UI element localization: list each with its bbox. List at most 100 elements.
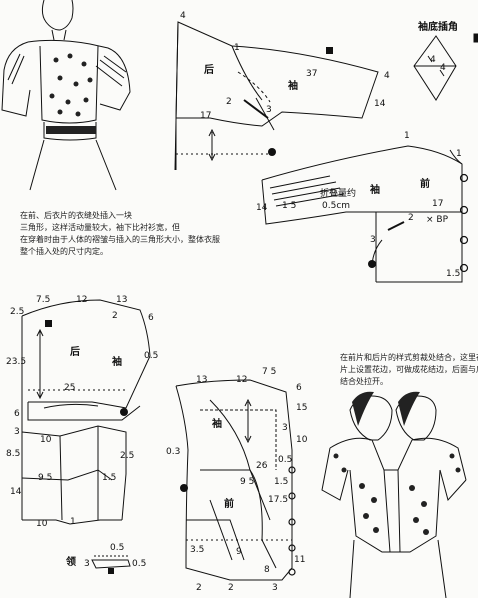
- dim-label: 2: [228, 583, 234, 593]
- dim-label: 17: [432, 199, 444, 209]
- caption-line: 三角形，这样活动量较大，袖下比衬衫宽，但: [20, 223, 180, 232]
- caption-line: 片上设置花边，可做成花结边，后面与后: [340, 365, 478, 374]
- front-bodice-pattern: [175, 379, 293, 581]
- dim-label: 10: [40, 435, 52, 445]
- figure-bottom-right: [321, 395, 467, 598]
- dim-label: 23.5: [6, 357, 27, 367]
- gusset-title: 袖底插角: [418, 22, 458, 33]
- figure-top-left-dots: [46, 53, 96, 134]
- front-label: 前: [420, 179, 430, 190]
- front-buttons: [459, 173, 469, 273]
- dim-label: 3: [14, 427, 20, 437]
- sleeve-label: 袖: [288, 81, 298, 92]
- dim-label: 1 5: [282, 201, 297, 211]
- dim-label: 7.5: [36, 295, 51, 305]
- dim-label: 0.5: [110, 543, 125, 553]
- dim-label: 2.5: [120, 451, 135, 461]
- back-label: 后: [70, 347, 80, 358]
- dim-label: 4: [384, 71, 390, 81]
- front-bodice-mark: [180, 484, 188, 492]
- front-button-mark: [368, 260, 376, 268]
- sleeve-label: 袖: [112, 357, 122, 368]
- dim-label: 13: [196, 375, 208, 385]
- dim-label: 3: [266, 105, 272, 115]
- dim-label: 4: [180, 11, 186, 21]
- dim-label: 26: [256, 461, 268, 471]
- dim-label: 10: [36, 519, 48, 529]
- dim-label: 17.5: [268, 495, 289, 505]
- dim-label: 9: [236, 547, 242, 557]
- front-label: 前: [224, 499, 234, 510]
- dim-label: 12: [76, 295, 88, 305]
- dim-label: 8: [264, 565, 270, 575]
- caption-line: 在前片和后片的样式剪裁处结合，这里在前: [340, 353, 478, 362]
- caption-line: 在穿着时由于人体的褶皱与插入的三角形大小，整体衣服: [20, 235, 220, 244]
- dim-label: 17: [200, 111, 212, 121]
- dim-label: 0.5: [132, 559, 147, 569]
- dim-label: 25: [64, 383, 76, 393]
- fold-value: 0.5cm: [322, 201, 351, 211]
- dim-label: 0.5: [144, 351, 159, 361]
- dim-label: 9 5: [240, 477, 255, 487]
- gusset-dim: 4: [440, 63, 446, 73]
- dim-label: 12: [236, 375, 248, 385]
- back-bodice-pattern: [21, 299, 151, 525]
- dim-label: 2: [196, 583, 202, 593]
- sleeve-label: 袖: [212, 419, 222, 430]
- dim-label: 1.5: [102, 473, 117, 483]
- back-sleeve-pattern: [174, 21, 379, 171]
- dim-label: 2: [112, 311, 118, 321]
- dim-label: 2.5: [10, 307, 25, 317]
- dim-label: 11: [294, 555, 306, 565]
- collar-label: 领: [66, 557, 76, 568]
- gusset-diamond: [413, 35, 457, 101]
- dim-label: 6: [148, 313, 154, 323]
- collar-piece: [91, 555, 131, 569]
- notch-marker: [326, 47, 333, 54]
- dim-label: 10: [296, 435, 308, 445]
- dim-label: 6: [296, 383, 302, 393]
- corner-mark: [473, 33, 478, 43]
- figure-bottom-right-fill: [333, 391, 461, 535]
- dim-label: 3.5: [190, 545, 205, 555]
- dim-label: 2: [226, 97, 232, 107]
- front-bodice-buttons: [288, 466, 296, 576]
- dim-label: 1: [70, 517, 76, 527]
- bp-label: × BP: [426, 215, 449, 225]
- gusset-dim: 4: [430, 55, 436, 65]
- dim-label: 1: [404, 131, 410, 141]
- dim-label: 6: [14, 409, 20, 419]
- dim-label: 2: [408, 213, 414, 223]
- button-mark: [268, 148, 276, 156]
- dim-label: 9 5: [38, 473, 53, 483]
- dim-label: 1.5: [274, 477, 289, 487]
- dim-label: 1.5: [446, 269, 461, 279]
- dim-label: 1: [456, 149, 462, 159]
- back-notch: [45, 320, 52, 327]
- dim-label: 0.3: [166, 447, 181, 457]
- back-label: 后: [204, 65, 214, 76]
- sleeve-label-front: 袖: [370, 185, 380, 196]
- dim-label: 3: [272, 583, 278, 593]
- dim-label: 14: [10, 487, 22, 497]
- dim-label: 7 5: [262, 367, 277, 377]
- top-left-caption: 在前、后衣片的衣缝处插入一块 三角形，这样活动量较大，袖下比衬衫宽，但 在穿着时…: [20, 210, 220, 258]
- fold-note: 折叠量约: [320, 189, 357, 199]
- dim-label: 15: [296, 403, 308, 413]
- dim-label: 3: [84, 559, 90, 569]
- dim-label: 1: [234, 43, 240, 53]
- figure-top-left: [1, 0, 131, 191]
- caption-line: 在前、后衣片的衣缝处插入一块: [20, 211, 132, 220]
- dim-label: 37: [306, 69, 318, 79]
- dim-label: 0.5: [278, 455, 293, 465]
- dim-label: 14: [256, 203, 268, 213]
- front-sleeve-pattern: [261, 145, 463, 283]
- collar-notch: [108, 568, 114, 574]
- dim-label: 3: [370, 235, 376, 245]
- dim-label: 14: [374, 99, 386, 109]
- bottom-right-caption: 在前片和后片的样式剪裁处结合，这里在前 片上设置花边，可做成花结边，后面与后 结…: [340, 352, 478, 388]
- dim-label: 8.5: [6, 449, 21, 459]
- caption-line: 整个插入处的尺寸内定。: [20, 247, 108, 256]
